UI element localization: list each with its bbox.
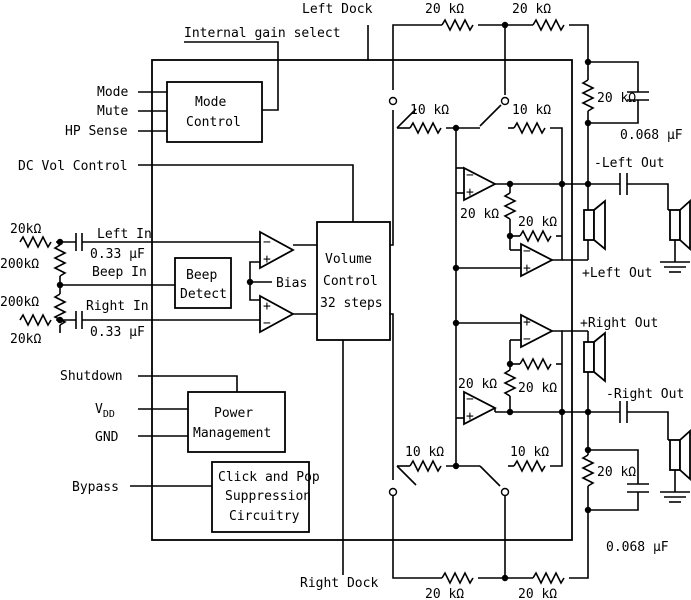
svg-text:−: − — [523, 332, 531, 347]
svg-text:−: − — [523, 244, 531, 259]
top-feedback-network — [388, 18, 649, 183]
svg-text:−: − — [466, 168, 474, 183]
r-20k-left-fb-value: 20 kΩ — [518, 215, 557, 230]
mode-control-line1: Mode — [195, 95, 226, 110]
svg-text:−: − — [466, 392, 474, 407]
click-pop-line2: Suppression — [225, 489, 311, 504]
svg-text:+: + — [523, 315, 531, 330]
r-bottom-right-value: 20 kΩ — [518, 587, 557, 600]
r-10k-bottom-left-value: 10 kΩ — [405, 445, 444, 460]
svg-text:−: − — [263, 235, 271, 250]
vdd-main: V — [95, 402, 103, 417]
gnd-label: GND — [95, 430, 119, 445]
r-bottom-left-value: 20 kΩ — [425, 587, 464, 600]
right-dock-label: Right Dock — [300, 576, 378, 591]
vdd-subscript: DD — [103, 409, 115, 420]
beep-detect-line1: Beep — [186, 268, 217, 283]
dc-vol-control-label: DC Vol Control — [18, 159, 128, 174]
mode-control-line2: Control — [186, 115, 241, 130]
plus-left-out-label: +Left Out — [582, 266, 652, 281]
left-dock-label: Left Dock — [302, 2, 373, 17]
svg-text:+: + — [263, 299, 271, 314]
click-pop-block — [130, 461, 310, 533]
mute-label: Mute — [97, 104, 128, 119]
svg-text:−: − — [263, 316, 271, 331]
left-output-stage: − + − + — [452, 128, 691, 323]
svg-text:+: + — [466, 409, 474, 424]
r-10k-bottom-right-value: 10 kΩ — [510, 445, 549, 460]
volume-control-line1: Volume — [325, 252, 372, 267]
bottom-feedback-network — [388, 412, 589, 585]
svg-text:+: + — [263, 252, 271, 267]
shutdown-label: Shutdown — [60, 369, 123, 384]
c-left-in-value: 0.33 μF — [90, 247, 145, 262]
c-top-value: 0.068 μF — [620, 128, 683, 143]
beep-in-label: Beep In — [92, 265, 147, 280]
r-bottom-vertical-value: 20 kΩ — [597, 465, 636, 480]
mode-control-block — [138, 41, 279, 143]
svg-text:+: + — [466, 185, 474, 200]
volume-control-block — [316, 221, 391, 341]
svg-text:+: + — [523, 261, 531, 276]
volume-control-line3: 32 steps — [320, 296, 383, 311]
bias-label: Bias — [276, 276, 307, 291]
right-in-label: Right In — [86, 299, 149, 314]
r-right-in-value: 20kΩ — [10, 332, 41, 347]
bypass-label: Bypass — [72, 480, 119, 495]
r-top-right-value: 20 kΩ — [512, 2, 551, 17]
c-right-in-value: 0.33 μF — [90, 325, 145, 340]
r-10k-top-right-value: 10 kΩ — [512, 103, 551, 118]
mode-label: Mode — [97, 85, 128, 100]
power-management-line2: Management — [193, 426, 271, 441]
click-pop-line3: Circuitry — [229, 509, 300, 524]
r-20k-right-gain-value: 20 kΩ — [458, 377, 497, 392]
volume-control-line2: Control — [323, 274, 378, 289]
power-management-block — [138, 375, 286, 453]
left-in-label: Left In — [97, 227, 152, 242]
vdd-label: VDD — [95, 402, 115, 420]
minus-right-out-label: -Right Out — [606, 387, 684, 402]
r-top-left-value: 20 kΩ — [425, 2, 464, 17]
r-10k-top-left-value: 10 kΩ — [410, 103, 449, 118]
internal-gain-select-label: Internal gain select — [184, 26, 341, 41]
right-output-stage: + − − + — [452, 313, 691, 540]
plus-right-out-label: +Right Out — [580, 316, 658, 331]
click-pop-line1: Click and Pop — [218, 470, 320, 485]
input-stage: − + + − — [19, 230, 295, 334]
hp-sense-label: HP Sense — [65, 124, 128, 139]
power-management-line1: Power — [214, 406, 253, 421]
r-200k-bottom-value: 200kΩ — [0, 295, 39, 310]
r-20k-right-fb-value: 20 kΩ — [518, 381, 557, 396]
r-top-vertical-value: 20 kΩ — [597, 91, 636, 106]
r-200k-top-value: 200kΩ — [0, 257, 39, 272]
beep-detect-line2: Detect — [180, 287, 227, 302]
minus-left-out-label: -Left Out — [594, 156, 664, 171]
c-bottom-value: 0.068 μF — [606, 540, 669, 555]
r-left-in-value: 20kΩ — [10, 222, 41, 237]
r-20k-left-gain-value: 20 kΩ — [460, 207, 499, 222]
